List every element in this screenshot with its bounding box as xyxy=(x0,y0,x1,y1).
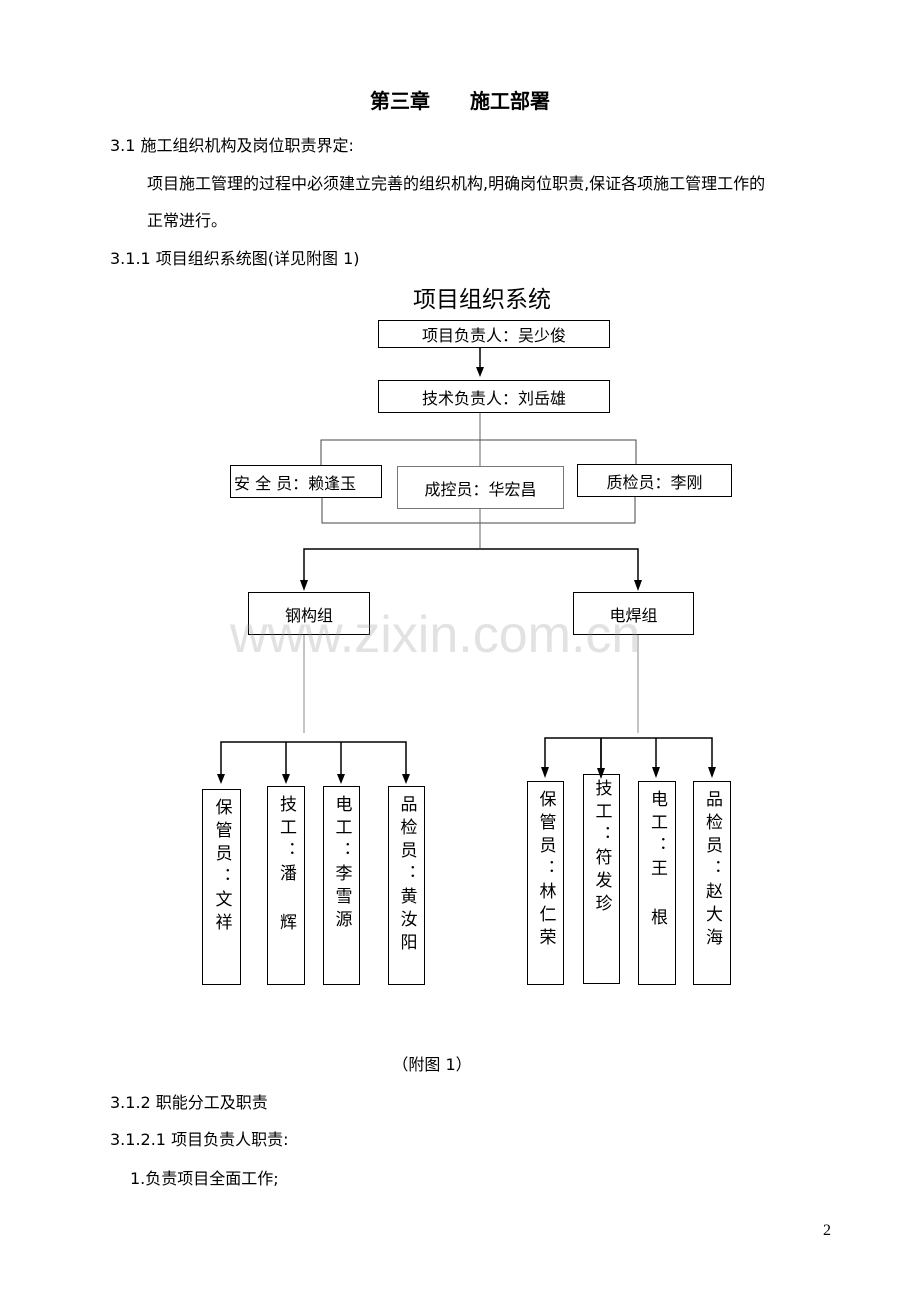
steel-member-box: 保管员：文祥 xyxy=(202,789,241,985)
figure-caption: （附图 1） xyxy=(392,1055,472,1074)
steel-group-box: 钢构组 xyxy=(248,592,370,635)
member-label: 技工：潘 辉 xyxy=(276,795,296,936)
weld-member-box: 品检员：赵大海 xyxy=(693,781,731,985)
safety-officer-box: 安 全 员：赖逢玉 xyxy=(230,465,382,498)
watermark: www.zixin.com.cn xyxy=(230,606,641,664)
list-item-1: 1.负责项目全面工作; xyxy=(130,1169,279,1188)
quality-inspector-box: 质检员：李刚 xyxy=(577,464,732,497)
member-label: 保管员：文祥 xyxy=(211,798,232,936)
tech-lead-box: 技术负责人：刘岳雄 xyxy=(378,380,610,413)
section-3-1-2-1-heading: 3.1.2.1 项目负责人职责: xyxy=(110,1130,289,1149)
member-label: 电工：李雪源 xyxy=(331,795,352,933)
cost-control-box: 成控员：华宏昌 xyxy=(397,466,564,509)
paragraph-line-2: 正常进行。 xyxy=(147,211,228,230)
weld-member-box: 保管员：林仁荣 xyxy=(527,781,564,985)
weld-member-box: 技工：符发珍 xyxy=(583,774,620,984)
steel-member-box: 品检员：黄汝阳 xyxy=(388,786,425,985)
section-3-1-2-heading: 3.1.2 职能分工及职责 xyxy=(110,1093,268,1112)
steel-member-box: 电工：李雪源 xyxy=(323,786,360,985)
member-label: 品检员：黄汝阳 xyxy=(396,795,417,956)
page-number: 2 xyxy=(823,1222,831,1239)
chapter-heading: 第三章 施工部署 xyxy=(370,89,550,113)
section-3-1-1-heading: 3.1.1 项目组织系统图(详见附图 1) xyxy=(110,249,360,268)
paragraph-line-1: 项目施工管理的过程中必须建立完善的组织机构,明确岗位职责,保证各项施工管理工作的 xyxy=(147,174,766,193)
steel-member-box: 技工：潘 辉 xyxy=(267,786,305,985)
org-chart-title: 项目组织系统 xyxy=(413,287,551,313)
welding-group-box: 电焊组 xyxy=(573,592,694,635)
member-label: 保管员：林仁荣 xyxy=(535,790,556,951)
member-label: 电工：王 根 xyxy=(647,790,667,931)
member-label: 品检员：赵大海 xyxy=(702,790,722,951)
section-3-1-heading: 3.1 施工组织机构及岗位职责界定: xyxy=(110,136,354,155)
weld-member-box: 电工：王 根 xyxy=(638,781,676,985)
project-lead-box: 项目负责人：吴少俊 xyxy=(378,320,610,348)
member-label: 技工：符发珍 xyxy=(591,779,612,917)
